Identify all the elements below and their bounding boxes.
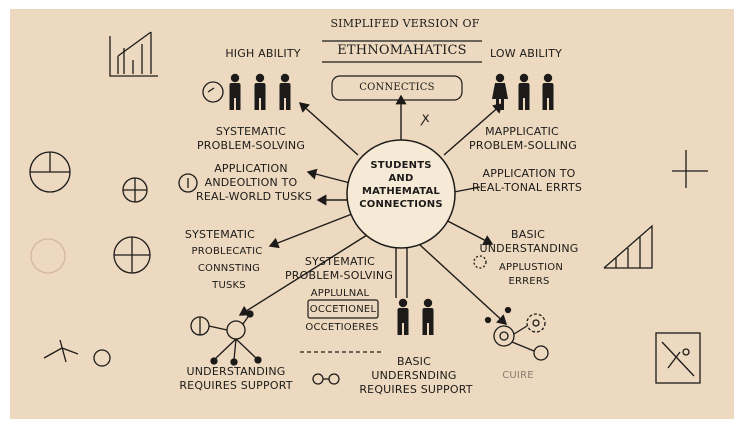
left-requires-support: REQUIRES SUPPORT: [179, 379, 293, 392]
title-frames: [300, 40, 482, 353]
center-line-3: MATHEMATAL: [361, 186, 440, 197]
left-systematic-1: SYSTEMATIC: [215, 125, 287, 138]
line-to-high: [298, 102, 359, 156]
left-problem-solving-1: PROBLEM-SOLVING: [196, 139, 306, 152]
line-to-low: [443, 103, 504, 156]
left-systematic-2: SYSTEMATIC: [184, 228, 256, 241]
center-line-2: AND: [388, 173, 414, 184]
right-errers: ERRERS: [508, 276, 550, 287]
right-understanding: UNDERSTANDING: [479, 242, 579, 255]
bottom-problem-solving: PROBLEM-SOLVING: [284, 269, 394, 282]
people-icon-low: [492, 73, 554, 110]
subtitle-box: [331, 75, 463, 101]
bottom-systematic: SYSTEMATIC: [304, 255, 376, 268]
crosshair-icon: [122, 177, 148, 203]
right-real-tonal: REAL-TONAL ERRTS: [471, 181, 583, 194]
gear-icon: [473, 255, 549, 361]
bottom-undersnding: UNDERSNDING: [371, 369, 457, 382]
people-icon-bottom: [397, 298, 434, 335]
small-x-glyph: ꭗ: [420, 110, 430, 126]
network-icon: [190, 310, 262, 366]
left-andeolotion: ANDEOLTION TO: [204, 176, 298, 189]
right-applustion: APPLUSTION: [498, 262, 564, 273]
crosshair-icon-2: [113, 236, 151, 274]
faint-circle-icon: [30, 238, 66, 274]
line-to-network: [238, 234, 368, 316]
connection-lines: [238, 94, 508, 325]
right-mapplicatic: MAPPLICATIC: [485, 125, 559, 138]
line-to-left-3: [268, 213, 353, 249]
right-application-to: APPLICATION TO: [482, 167, 576, 180]
glasses-icon: [312, 373, 340, 385]
group-high-label: HIGH ABILITY: [225, 47, 301, 60]
center-line-1: STUDENTS: [370, 160, 432, 171]
right-problem-solling: PROBLEM-SOLLING: [469, 139, 577, 152]
bar-chart-icon: [109, 31, 158, 77]
frame-icon: [655, 332, 701, 384]
bottom-basic: BASIC: [397, 355, 431, 368]
line-to-right-1: [453, 186, 481, 193]
left-real-world: REAL-WORLD TUSKS: [196, 190, 312, 203]
left-tusks: TUSKS: [212, 280, 246, 291]
center-node: [346, 139, 456, 249]
people-icon-high: [229, 73, 291, 110]
bottom-occetional: OCCETIONEL: [309, 304, 377, 315]
right-cuire: CUIRE: [502, 370, 534, 381]
bottom-requires-support: REQUIRES SUPPORT: [359, 383, 473, 396]
left-connsting: CONNSTING: [197, 263, 261, 274]
scribble-icon: [43, 339, 111, 367]
line-to-gear: [419, 244, 508, 325]
occetional-box: [307, 299, 379, 319]
triangle-chart-icon: [603, 224, 653, 269]
left-understanding: UNDERSTANDING: [186, 365, 286, 378]
left-application: APPLICATION: [214, 162, 288, 175]
bottom-occetioeres: OCCETIOERES: [305, 322, 379, 333]
title-line-2: ETHNOMAHATICS: [337, 43, 467, 58]
axes-icon: [672, 150, 708, 188]
title-line-3: CONNECTICS: [359, 82, 435, 93]
bottom-applulnal: APPLULNAL: [310, 288, 370, 299]
group-low-label: LOW ABILITY: [489, 47, 563, 60]
circle-icon: [29, 151, 71, 193]
left-problecatic: PROBLECATIC: [191, 246, 263, 257]
small-gauge-icon: [178, 81, 224, 193]
center-line-4: CONNECTIONS: [359, 199, 443, 210]
line-to-left-1: [306, 168, 351, 184]
title-line-1: SIMPLIFED VERSION OF: [330, 17, 480, 30]
right-basic: BASIC: [511, 228, 545, 241]
